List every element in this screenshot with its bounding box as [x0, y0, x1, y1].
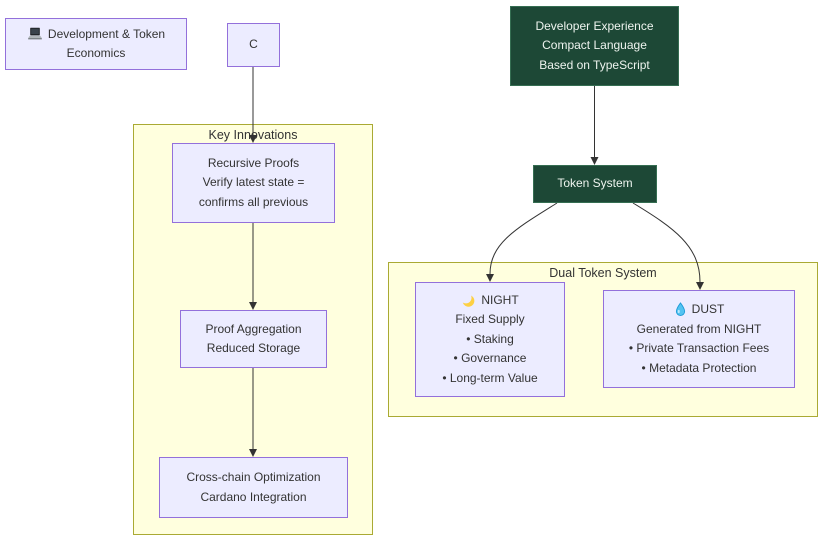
- node-c: C: [227, 23, 280, 67]
- node-development-token-economics: Development & Token Economics: [5, 18, 187, 70]
- crescent-moon-icon: [461, 293, 476, 308]
- node-bullet: • Governance: [453, 351, 527, 366]
- node-label: Compact Language: [542, 38, 647, 53]
- node-bullet: • Staking: [466, 331, 514, 346]
- node-label: Cross-chain Optimization: [186, 470, 321, 484]
- node-label: Reduced Storage: [206, 341, 301, 355]
- node-proof-aggregation: Proof Aggregation Reduced Storage: [180, 310, 327, 368]
- node-label: Verify latest state =: [202, 175, 305, 190]
- water-droplet-icon: [674, 302, 687, 317]
- cluster-title-key-innovations: Key Innovations: [208, 128, 298, 142]
- node-bullet: • Metadata Protection: [641, 360, 757, 375]
- node-label: Generated from NIGHT: [636, 321, 762, 336]
- node-label: Proof Aggregation: [205, 321, 302, 336]
- cluster-title-dual-token-system: Dual Token System: [549, 266, 657, 280]
- node-bullet: • Long-term Value: [442, 370, 538, 385]
- node-bullet: • Private Transaction Fees: [628, 341, 770, 355]
- node-label: Recursive Proofs: [207, 155, 300, 170]
- node-cross-chain-optimization: Cross-chain Optimization Cardano Integra…: [159, 457, 348, 518]
- node-label: Cardano Integration: [200, 489, 307, 504]
- node-dust-token: DUST Generated from NIGHT • Private Tran…: [603, 290, 795, 388]
- node-title-row: DUST: [674, 300, 725, 320]
- arrowhead-token-system: [590, 157, 599, 165]
- node-recursive-proofs: Recursive Proofs Verify latest state = c…: [172, 143, 335, 223]
- node-label: Economics: [66, 46, 126, 60]
- laptop-icon: [27, 27, 43, 41]
- node-label: confirms all previous: [198, 194, 309, 209]
- node-title-row: NIGHT: [461, 291, 519, 311]
- node-label: NIGHT: [481, 292, 519, 307]
- node-label: C: [249, 37, 258, 52]
- node-token-system: Token System: [533, 165, 657, 203]
- node-label: Fixed Supply: [455, 312, 525, 327]
- node-label: Token System: [557, 176, 633, 191]
- node-label: DUST: [691, 302, 725, 316]
- node-developer-experience: Developer Experience Compact Language Ba…: [510, 6, 679, 86]
- node-label-row: Development & Token: [27, 25, 165, 45]
- node-label: Development & Token: [47, 26, 166, 41]
- node-label: Developer Experience: [535, 18, 654, 33]
- node-label: Based on TypeScript: [539, 57, 650, 72]
- node-night-token: NIGHT Fixed Supply • Staking • Governanc…: [415, 282, 565, 397]
